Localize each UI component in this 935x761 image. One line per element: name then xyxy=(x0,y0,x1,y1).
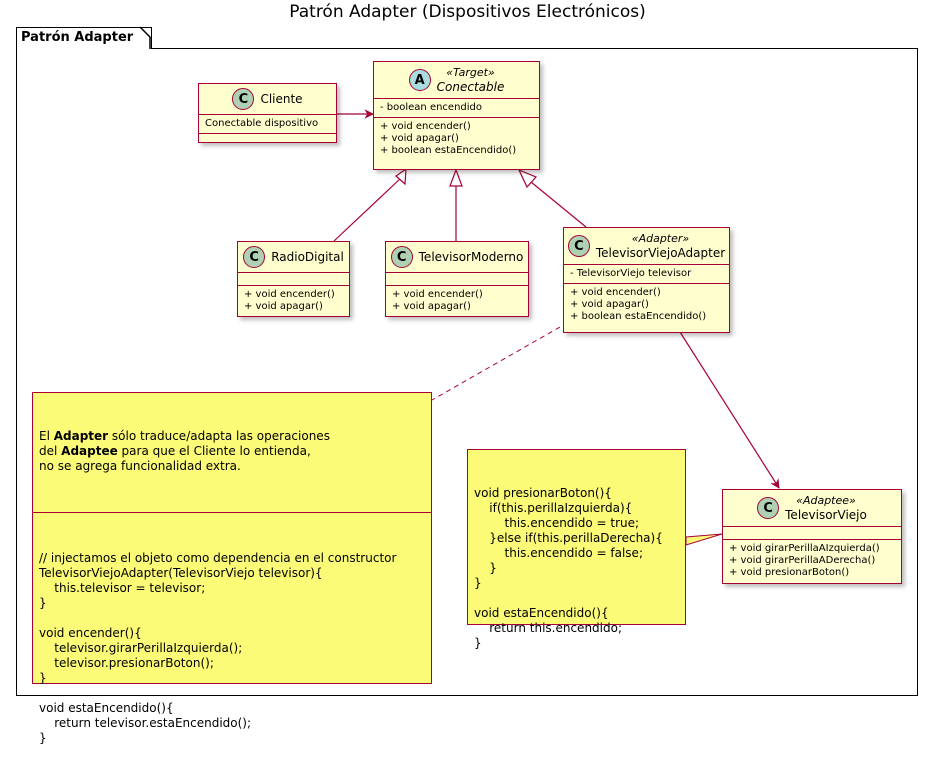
class-methods: + void encender() + void apagar() + bool… xyxy=(564,283,729,326)
method: + void encender() xyxy=(380,121,471,132)
method: + void apagar() xyxy=(570,299,649,310)
note-adaptee: void presionarBoton(){ if(this.perillaIz… xyxy=(467,449,686,650)
generalization-moderno-head xyxy=(449,168,463,187)
method: + void apagar() xyxy=(244,301,323,312)
note-intro: El Adapter sólo traduce/adapta las opera… xyxy=(39,429,330,473)
class-stereotype: «Adapter» xyxy=(631,232,690,245)
class-name: TelevisorModerno xyxy=(418,250,524,264)
class-badge-icon: C xyxy=(232,88,255,110)
class-stereotype: «Target» xyxy=(446,66,495,79)
method: + void apagar() xyxy=(392,301,471,312)
method: + boolean estaEncendido() xyxy=(380,145,517,156)
class-methods xyxy=(199,133,336,146)
class-name: TelevisorViejoAdapter xyxy=(595,246,726,260)
abstract-badge-icon: A xyxy=(408,69,431,91)
method: + boolean estaEncendido() xyxy=(570,311,707,322)
note-link-adapter xyxy=(431,326,561,401)
attribute: - TelevisorViejo televisor xyxy=(570,268,692,279)
method: + void girarPerillaAIzquierda() xyxy=(729,543,880,554)
generalization-radio xyxy=(333,177,402,242)
class-cliente[interactable]: C Cliente Conectable dispositivo xyxy=(198,83,337,143)
class-name: RadioDigital xyxy=(271,250,344,264)
class-badge-icon: C xyxy=(757,497,780,519)
class-name: Cliente xyxy=(260,92,303,106)
class-attributes xyxy=(723,527,901,539)
generalization-radio-head xyxy=(395,167,407,186)
method: + void encender() xyxy=(244,289,335,300)
class-attributes xyxy=(386,273,528,285)
package-tab-corner xyxy=(139,26,151,49)
class-methods: + void girarPerillaAIzquierda() + void g… xyxy=(723,539,901,582)
method: + void girarPerillaADerecha() xyxy=(729,555,876,566)
note-adapter: El Adapter sólo traduce/adapta las opera… xyxy=(32,392,432,745)
generalization-adapter xyxy=(530,181,587,228)
generalization-adapter-head xyxy=(517,168,538,189)
attribute: - boolean encendido xyxy=(380,102,483,113)
method: + void encender() xyxy=(570,287,661,298)
class-methods: + void encender() + void apagar() + bool… xyxy=(374,117,539,160)
note-separator xyxy=(33,512,431,513)
class-badge-icon: C xyxy=(567,235,590,257)
class-stereotype: «Adaptee» xyxy=(796,494,856,507)
method: + void encender() xyxy=(392,289,483,300)
class-televisormoderno[interactable]: C TelevisorModerno + void encender() + v… xyxy=(385,241,529,317)
package-tab: Patrón Adapter xyxy=(16,27,153,49)
diagram-title: Patrón Adapter (Dispositivos Electrónico… xyxy=(289,2,646,22)
class-methods: + void encender() + void apagar() xyxy=(386,285,528,316)
note-code: // injectamos el objeto como dependencia… xyxy=(39,551,397,745)
class-badge-icon: C xyxy=(243,246,266,268)
association-adapter-viejo xyxy=(679,331,780,489)
class-conectable[interactable]: A «Target» Conectable - boolean encendid… xyxy=(373,61,540,170)
note-link-adaptee xyxy=(685,533,723,546)
class-name: Conectable xyxy=(436,80,505,94)
method: + void presionarBoton() xyxy=(729,567,850,578)
class-attributes: - boolean encendido xyxy=(374,99,539,117)
class-attributes: Conectable dispositivo xyxy=(199,115,336,133)
class-attributes xyxy=(238,273,349,285)
package-frame xyxy=(16,48,918,696)
method: + void apagar() xyxy=(380,133,459,144)
class-attributes: - TelevisorViejo televisor xyxy=(564,265,729,283)
attribute: Conectable dispositivo xyxy=(205,118,319,129)
class-televisorviejo[interactable]: C «Adaptee» TelevisorViejo + void girarP… xyxy=(722,489,902,584)
class-name: TelevisorViejo xyxy=(785,508,867,522)
class-televisorviejoadapter[interactable]: C «Adapter» TelevisorViejoAdapter - Tele… xyxy=(563,227,730,333)
note-code: void presionarBoton(){ if(this.perillaIz… xyxy=(474,486,663,650)
class-methods: + void encender() + void apagar() xyxy=(238,285,349,316)
class-badge-icon: C xyxy=(390,246,413,268)
class-radiodigital[interactable]: C RadioDigital + void encender() + void … xyxy=(237,241,350,317)
